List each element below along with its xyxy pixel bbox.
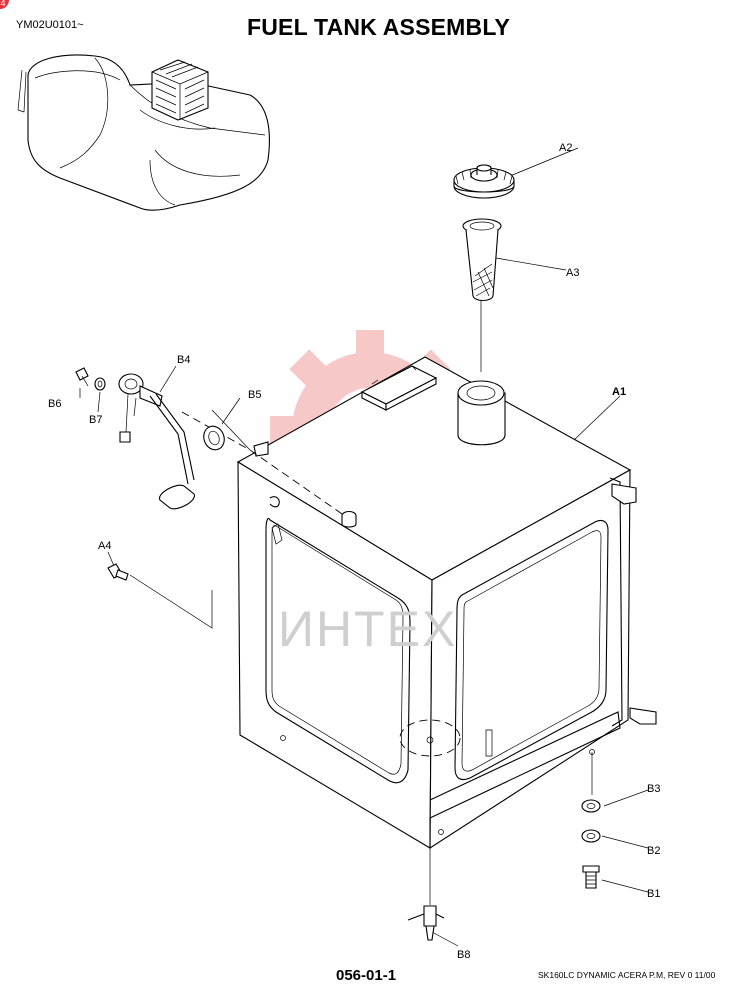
fuel-cap-part[interactable] [453, 164, 515, 199]
screw-part[interactable] [75, 367, 89, 387]
fuel-tank-body[interactable] [236, 356, 657, 850]
page-title: FUEL TANK ASSEMBLY [247, 14, 511, 40]
tank-location-marker [151, 59, 209, 121]
callout-b7: B7 [89, 414, 102, 426]
callout-b3: B3 [647, 783, 660, 795]
gasket-part[interactable] [200, 423, 227, 452]
callout-a2: A2 [559, 142, 572, 154]
callout-a1: A1 [612, 386, 626, 398]
leader-lines [79, 147, 649, 947]
callout-b6: B6 [48, 398, 61, 410]
callout-b8: B8 [457, 949, 470, 961]
model-code: YM02U0101~ [16, 19, 84, 31]
callout-b1: B1 [647, 888, 660, 900]
callout-b4: B4 [177, 354, 190, 366]
page-number: 056-01-1 [336, 967, 397, 984]
bolt-b1-part[interactable] [582, 865, 600, 889]
bolt-part[interactable] [107, 563, 129, 581]
callout-a4: A4 [98, 540, 111, 552]
drain-cock-part[interactable] [407, 905, 445, 941]
footer-note: SK160LC DYNAMIC ACERA P.M, REV 0 11/00 [538, 970, 716, 980]
callout-labels: A2 A3 A1 B4 B5 B6 B7 A4 B3 B2 B1 B8 [48, 142, 660, 961]
washer-b2-part[interactable] [581, 829, 601, 843]
fuel-strainer-part[interactable] [462, 218, 502, 302]
callout-b5: B5 [248, 389, 261, 401]
watermark-text: ИНТЕХ [278, 601, 458, 657]
washer-part[interactable] [94, 377, 106, 391]
machine-location-illustration [17, 54, 270, 211]
fuel-level-sender-part[interactable] [118, 373, 195, 510]
corner-badge: 4 [0, 0, 9, 9]
callout-a3: A3 [566, 267, 579, 279]
callout-b2: B2 [647, 845, 660, 857]
washer-b3-part[interactable] [581, 799, 601, 813]
